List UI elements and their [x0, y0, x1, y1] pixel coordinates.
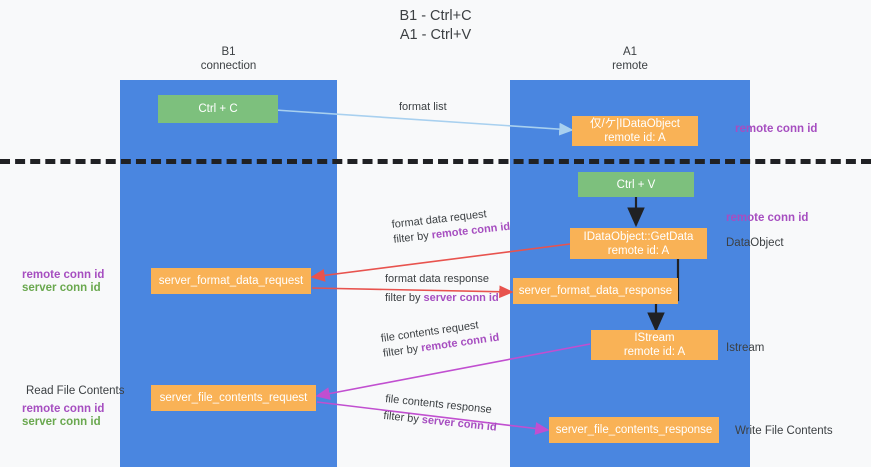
label-dataobject: DataObject: [726, 237, 784, 249]
edge-label-file-contents-response: file contents response filter by server …: [383, 392, 499, 436]
lane-title-a1: A1 remote: [612, 46, 648, 72]
edge-label-format-list: format list: [399, 101, 447, 113]
lane-title-b1: B1 connection: [200, 46, 257, 72]
node-idataobject-getdata[interactable]: IDataObject::GetData remote id: A: [570, 228, 707, 259]
label-write-file-contents: Write File Contents: [735, 425, 833, 437]
edge-label-format-data-request: format data request filter by remote con…: [391, 205, 511, 248]
edge-label-line1: format data response: [385, 273, 489, 285]
label-read-file-contents: Read File Contents: [26, 385, 125, 397]
edge-label-file-contents-request: file contents request filter by remote c…: [380, 316, 500, 362]
label-left-server-conn-id: server conn id: [22, 282, 101, 294]
label-left-remote-conn-id: remote conn id: [22, 269, 105, 281]
node-server-file-contents-response[interactable]: server_file_contents_response: [549, 417, 719, 443]
node-ctrl-c[interactable]: Ctrl + C: [158, 95, 278, 123]
label-left-server-conn-id-2: server conn id: [22, 416, 101, 428]
edge-label-prefix: filter by: [385, 292, 424, 304]
node-server-format-data-response[interactable]: server_format_data_response: [513, 278, 678, 304]
edge-label-line2: filter by server conn id: [385, 291, 499, 306]
node-ctrl-v[interactable]: Ctrl + V: [578, 172, 694, 197]
node-istream[interactable]: IStream remote id: A: [591, 330, 718, 360]
edge-label-format-data-response: format data response filter by server co…: [385, 272, 499, 306]
label-remote-conn-id-mid: remote conn id: [726, 212, 809, 224]
edge-label-prefix: filter by: [392, 229, 433, 246]
section-divider: [0, 159, 871, 164]
page-title: B1 - Ctrl+C A1 - Ctrl+V: [399, 8, 472, 43]
label-remote-conn-id-top: remote conn id: [735, 123, 818, 135]
node-idataobject-top[interactable]: 仅/ケ|IDataObject remote id: A: [572, 116, 698, 146]
label-left-remote-conn-id-2: remote conn id: [22, 403, 105, 415]
label-istream: Istream: [726, 342, 765, 354]
node-server-file-contents-request[interactable]: server_file_contents_request: [151, 385, 316, 411]
edge-label-prefix: filter by: [382, 342, 423, 360]
edge-label-prefix: filter by: [382, 409, 423, 426]
node-server-format-data-request[interactable]: server_format_data_request: [151, 268, 311, 294]
edge-label-key: server conn id: [423, 292, 499, 304]
